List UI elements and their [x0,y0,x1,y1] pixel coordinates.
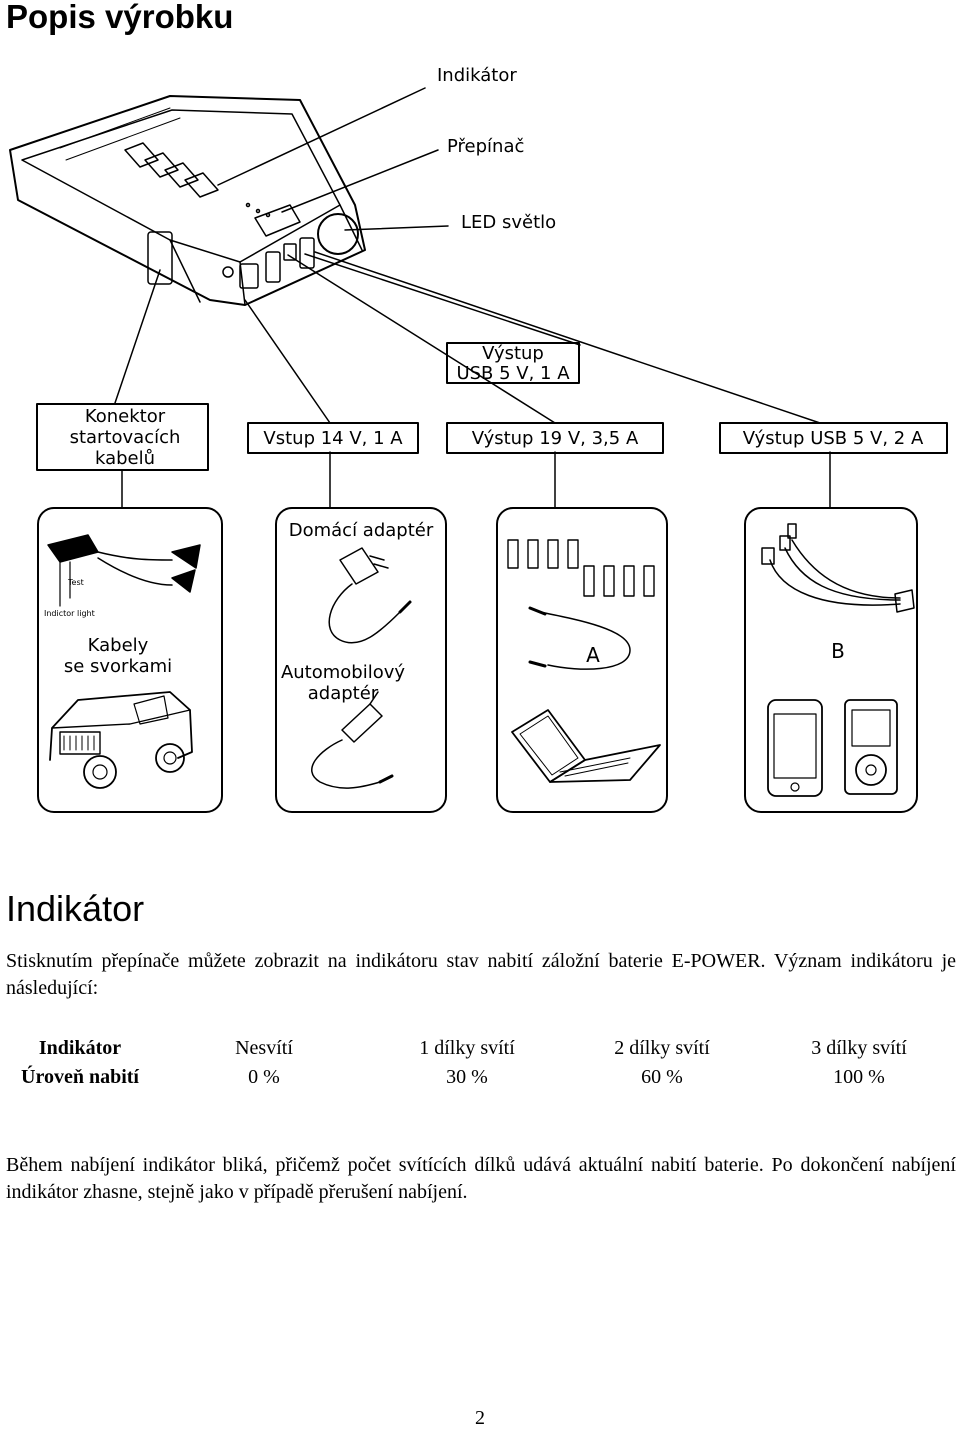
car-adapter-icon [311,691,394,789]
table-cell: 0 % [248,1066,280,1088]
table-cell: Indikátor [38,1037,122,1059]
label-b: B [831,639,845,663]
label-led: LED světlo [461,212,556,233]
table-row: Úroveň nabití 0 % 30 % 60 % 100 % [0,1063,960,1092]
callout-lines [114,87,831,509]
indicator-segments [124,142,219,198]
panel-adapters: Domácí adaptér Automobilový adaptér [275,507,447,813]
indicator-table: Indikátor Nesvítí 1 dílky svítí 2 dílky … [0,1034,960,1092]
page-number: 2 [475,1407,485,1429]
label-box-usb-2a: Výstup USB 5 V, 2 A [719,422,948,454]
table-cell: 100 % [833,1066,885,1088]
table-cell: 2 dílky svítí [614,1037,710,1059]
wall-adapter-icon [328,547,412,644]
table-cell: Nesvítí [235,1037,293,1059]
svg-text:Konektor: Konektor [85,406,166,427]
label-kabely-2: se svorkami [64,656,172,677]
dc-input-port [239,263,259,289]
panel-tips-laptop: A [496,507,668,813]
svg-text:kabelů: kabelů [95,448,155,469]
table-cell: 1 dílky svítí [419,1037,515,1059]
power-bank-device [9,95,366,306]
led-light [317,213,359,255]
table-cell: Úroveň nabití [21,1066,139,1088]
page-title: Popis výrobku [6,0,234,35]
svg-text:Výstup: Výstup [482,343,544,364]
smartphone-icon [767,699,823,797]
dc-output-port [283,243,297,261]
svg-text:Vstup 14 V, 1 A: Vstup 14 V, 1 A [263,428,403,449]
label-indikator: Indikátor [437,65,517,86]
label-box-vystup19: Výstup 19 V, 3,5 A [446,422,664,454]
svg-text:Výstup USB 5 V, 2 A: Výstup USB 5 V, 2 A [743,428,924,449]
car-icon [49,691,193,789]
table-cell: 3 dílky svítí [811,1037,907,1059]
label-indicator-light: Indictor light [44,609,95,618]
laptop-icon [511,709,661,783]
svg-text:Výstup 19 V, 3,5 A: Výstup 19 V, 3,5 A [472,428,639,449]
connector-tips-icon [507,539,655,597]
panel-splitter-devices: B [744,507,918,813]
label-test: Test [67,578,84,587]
table-row: Indikátor Nesvítí 1 dílky svítí 2 dílky … [0,1034,960,1063]
table-cell: 60 % [641,1066,683,1088]
label-box-usb-1a: Výstup USB 5 V, 1 A [446,342,580,384]
switch-button [245,202,301,237]
media-player-icon [844,699,898,795]
svg-text:USB 5 V, 1 A: USB 5 V, 1 A [456,363,570,384]
usb-port-2a [265,251,281,283]
section-title-indikator: Indikátor [6,888,145,929]
label-box-konektor: Konektor startovacích kabelů [36,403,209,471]
jump-start-connector [147,231,173,285]
label-domaci: Domácí adaptér [289,520,434,541]
intro-paragraph: Stisknutím přepínače můžete zobrazit na … [6,950,956,999]
table-cell: 30 % [446,1066,488,1088]
label-auto-1: Automobilový [281,662,405,683]
svg-text:startovacích: startovacích [70,427,181,448]
cable-a-icon [528,606,631,670]
label-auto-2: adaptér [308,683,379,704]
label-box-vstup: Vstup 14 V, 1 A [247,422,419,454]
cable-b-icon [761,523,915,613]
usb-port-1a [299,237,315,269]
charging-note-paragraph: Během nabíjení indikátor bliká, přičemž … [6,1154,956,1203]
panel-jumper-cables: Test Indictor light Kabely se svorkami [37,507,223,813]
label-a: A [586,643,600,667]
label-kabely-1: Kabely [88,635,149,656]
battery-clamp-icon [47,534,201,593]
label-prepinac: Přepínač [447,136,524,157]
product-diagram: Indikátor Přepínač LED světlo Výstup USB… [9,65,948,813]
